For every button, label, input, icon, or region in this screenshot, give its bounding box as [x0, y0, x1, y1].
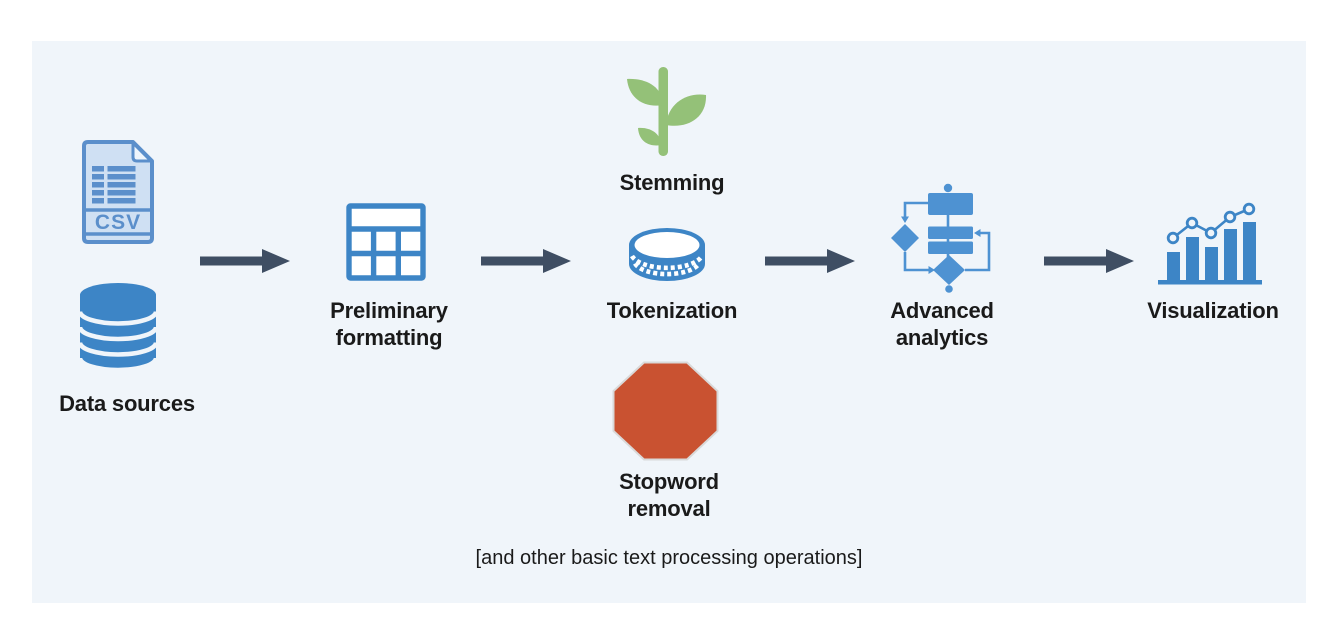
- label-data-sources: Data sources: [59, 391, 195, 416]
- spreadsheet-glyph: [92, 166, 136, 204]
- database-icon: [77, 283, 159, 373]
- label-tokenization: Tokenization: [606, 298, 738, 323]
- decision-diamond: [933, 255, 965, 285]
- label-preliminary-formatting: Preliminary formatting: [330, 298, 448, 350]
- plant-stem-icon: [627, 67, 707, 156]
- label-visualization: Visualization: [1147, 298, 1279, 323]
- arrow-right-icon: [481, 249, 571, 273]
- diagram-caption: [and other basic text processing operati…: [475, 547, 863, 569]
- bar-chart-icon: [1158, 202, 1262, 285]
- arrow-right-icon: [200, 249, 290, 273]
- decision-diamond: [891, 224, 919, 252]
- label-stopword-removal: Stopword removal: [619, 469, 719, 521]
- csv-badge-text: CSV: [95, 211, 141, 234]
- label-stemming: Stemming: [619, 170, 725, 195]
- table-icon: [346, 203, 426, 281]
- flowchart-icon: [891, 183, 991, 293]
- coin-icon: [629, 228, 705, 281]
- diagram-panel: [32, 41, 1306, 603]
- stop-sign-icon: [612, 361, 719, 461]
- arrow-right-icon: [1044, 249, 1134, 273]
- label-advanced-analytics: Advanced analytics: [890, 298, 994, 350]
- arrow-right-icon: [765, 249, 855, 273]
- csv-file-icon: CSV: [82, 140, 154, 244]
